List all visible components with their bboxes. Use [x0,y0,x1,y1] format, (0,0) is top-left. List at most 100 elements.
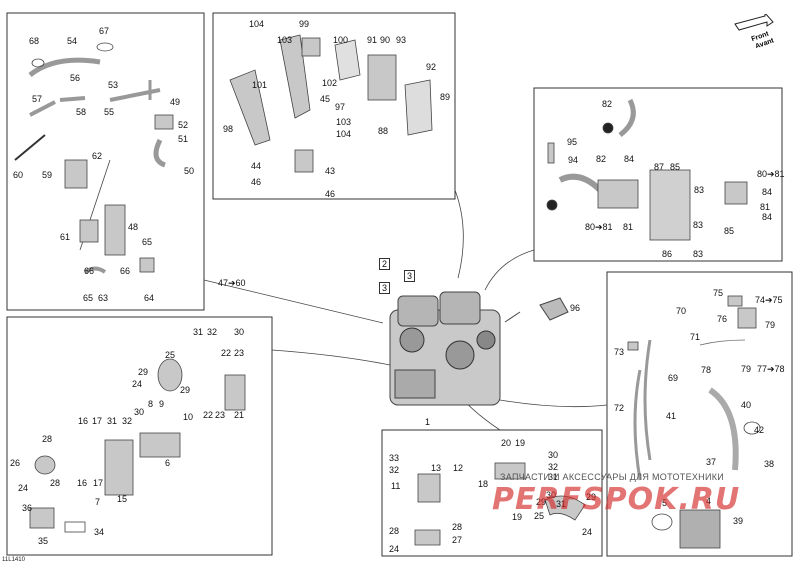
callout-top-center-11: 97 [335,102,346,112]
callout-96: 96 [570,303,581,313]
engine-assembly [389,291,501,406]
callout-mid-left-2: 30 [234,327,245,337]
callout-right-14: 42 [754,425,765,435]
center-tag-3b: 3 [379,282,391,294]
callout-top-left-18: 66 [84,266,95,276]
panel-bottom-center [381,429,603,557]
callout-top-right-9: 84 [762,187,773,197]
watermark-text: ЗАПЧАСТИ И АКСЕССУАРЫ ДЛЯ МОТОТЕХНИКИ [500,472,725,482]
callout-bottom-center-1: 19 [515,438,526,448]
callout-top-right-2: 94 [568,155,579,165]
callout-right-13: 40 [741,400,752,410]
callout-top-center-9: 101 [252,80,268,90]
callout-top-left-11: 50 [184,166,195,176]
callout-top-left-15: 48 [128,222,139,232]
callout-right-8: 79 [741,364,752,374]
callout-top-center-2: 103 [277,35,293,45]
callout-mid-left-8: 24 [132,379,143,389]
leader-lines [79,159,608,431]
top-center-parts [229,34,433,173]
callout-top-right-11: 84 [762,212,773,222]
callout-mid-left-4: 22 [221,348,232,358]
engine-callout: 1 [425,417,431,427]
callout-top-left-21: 63 [98,293,109,303]
callout-mid-left-17: 17 [92,416,103,426]
panel-top-right [533,87,783,262]
callout-right-5: 76 [717,314,728,324]
callout-top-center-6: 93 [396,35,407,45]
callout-mid-left-22: 26 [10,458,21,468]
callout-mid-left-5: 23 [234,348,245,358]
callout-bottom-center-4: 32 [389,465,400,475]
callout-top-right-16: 86 [662,249,673,259]
callout-top-center-8: 102 [322,78,338,88]
callout-top-center-10: 45 [320,94,331,104]
callout-top-left-4: 53 [108,80,119,90]
panel-top-left [6,12,205,311]
callout-top-center-14: 104 [336,129,352,139]
callout-bottom-center-17: 24 [582,527,593,537]
callout-top-right-17: 83 [693,249,704,259]
callout-top-left-3: 56 [70,73,81,83]
callout-top-center-1: 99 [299,19,310,29]
callout-mid-left-28: 15 [117,494,128,504]
callout-top-right-10: 81 [760,202,771,212]
callout-mid-left-31: 34 [94,527,105,537]
front-direction-arrow-icon: Front Avant [734,14,776,48]
bottom-center-parts [414,462,586,546]
callout-mid-left-19: 32 [122,416,133,426]
callout-top-center-0: 104 [249,19,265,29]
callout-right-15: 37 [706,457,717,467]
callout-bottom-center-21: 27 [452,535,463,545]
callout-right-18: 4 [706,496,712,506]
callout-mid-left-0: 31 [193,327,204,337]
callout-right-19: 39 [733,516,744,526]
part-96-shape [504,297,569,323]
callout-mid-left-26: 17 [93,478,104,488]
callout-top-center-12: 98 [223,124,234,134]
callout-top-center-13: 103 [336,117,352,127]
callout-right-12: 41 [666,411,677,421]
callout-top-center-18: 43 [325,166,336,176]
callout-top-center-20: 46 [325,189,336,199]
callout-bottom-center-20: 24 [389,544,400,554]
callout-mid-left-9: 8 [148,399,154,409]
callout-right-0: 75 [713,288,724,298]
callout-bottom-center-13: 29 [536,497,547,507]
callout-mid-left-3: 25 [165,350,176,360]
callout-top-center-5: 90 [380,35,391,45]
panel-top-center [212,12,456,200]
callout-mid-left-16: 16 [78,416,89,426]
callout-bottom-center-6: 12 [453,463,464,473]
callout-bottom-center-0: 20 [501,438,512,448]
callout-top-center-19: 46 [251,177,262,187]
callout-right-3: 79 [765,320,776,330]
callout-mid-left-29: 36 [22,503,33,513]
callout-top-left-17: 65 [142,237,153,247]
callout-top-left-1: 54 [67,36,78,46]
callout-right-2: 74➔75 [755,295,783,305]
callout-bottom-center-14: 29 [586,492,597,502]
callout-mid-left-7: 29 [180,385,191,395]
callout-mid-left-20: 28 [42,434,53,444]
callout-mid-left-24: 28 [50,478,61,488]
callout-mid-left-10: 9 [159,399,165,409]
panel-link-47-60: 47➔60 [218,278,246,288]
callout-top-right-1: 95 [567,137,578,147]
callout-bottom-center-11: 30 [546,490,557,500]
callout-bottom-center-2: 33 [389,453,400,463]
callout-top-left-10: 51 [178,134,189,144]
callout-mid-left-14: 21 [234,410,245,420]
callout-mid-left-25: 16 [77,478,88,488]
callout-top-left-2: 67 [99,26,110,36]
callout-top-right-14: 83 [693,220,704,230]
callout-top-right-12: 80➔81 [585,222,613,232]
callout-top-center-7: 92 [426,62,437,72]
callout-mid-left-27: 7 [95,497,101,507]
callout-right-17: 5 [662,498,668,508]
callout-bottom-center-10: 18 [478,479,489,489]
callout-right-6: 71 [690,332,701,342]
callout-right-7: 78 [701,365,712,375]
callout-top-right-6: 85 [670,162,681,172]
